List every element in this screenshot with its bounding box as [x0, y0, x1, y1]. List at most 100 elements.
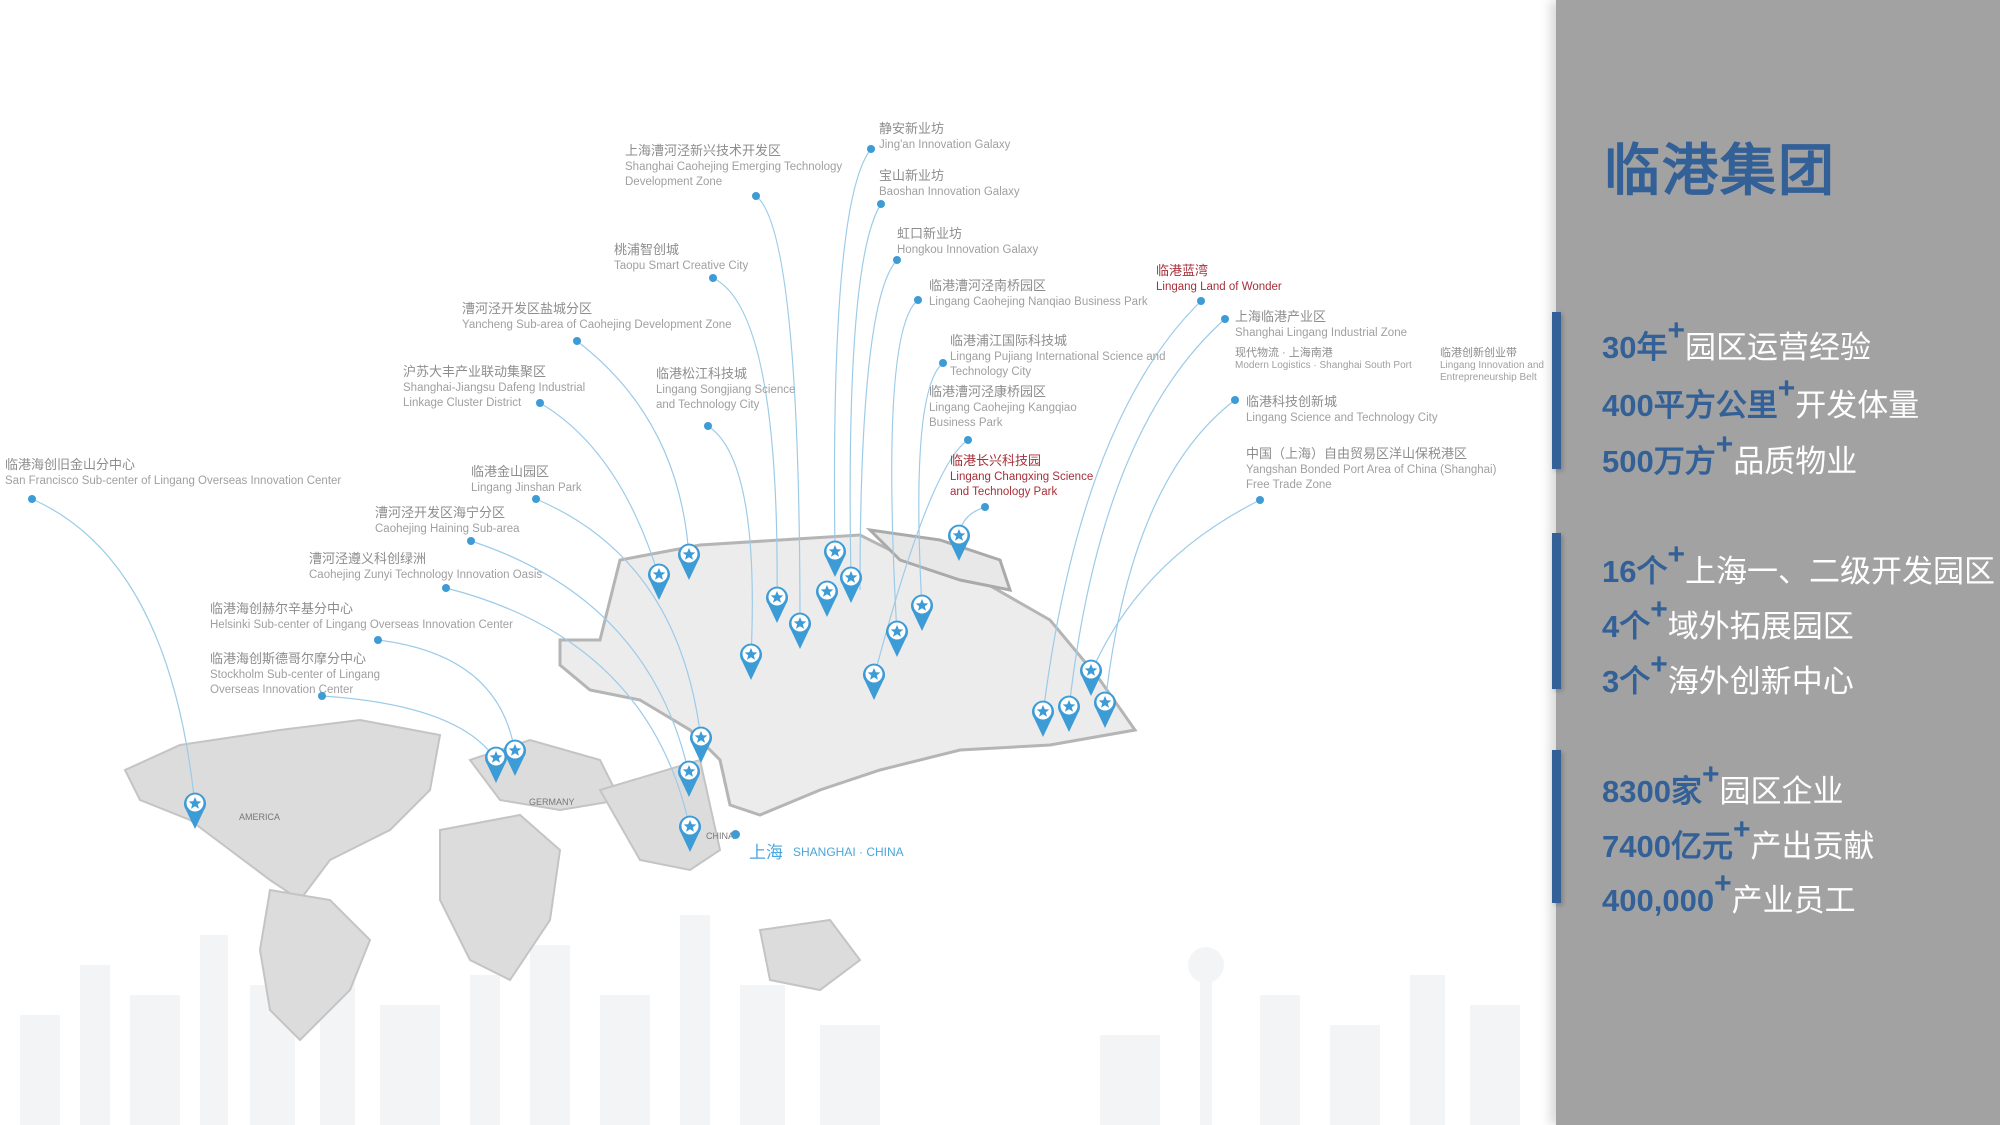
map-pin-star-icon[interactable] — [909, 592, 935, 632]
location-dot — [704, 422, 712, 430]
location-dot — [318, 692, 326, 700]
location-name-en: San Francisco Sub-center of Lingang Over… — [5, 474, 342, 487]
location-name-zh: 现代物流 · 上海南港 — [1235, 347, 1333, 359]
plus-icon: + — [1667, 538, 1686, 571]
stat-line: 400平方公里+开发体量 — [1602, 374, 1920, 423]
location-name-en: Lingang Pujiang International Science an… — [950, 350, 1166, 378]
stat-value: 400平方公里 — [1602, 388, 1778, 423]
map-pin-star-icon[interactable] — [1030, 698, 1056, 738]
plus-icon: + — [1650, 593, 1668, 626]
stat-line: 500万方+品质物业 — [1602, 430, 1857, 479]
stat-value: 400,000 — [1602, 883, 1715, 918]
stat-line: 8300家+园区企业 — [1602, 760, 1844, 809]
location-name-en: Yancheng Sub-area of Caohejing Developme… — [462, 318, 732, 331]
location-name-zh: 临港松江科技城 — [656, 366, 748, 381]
map-pin-star-icon[interactable] — [861, 661, 887, 701]
plus-icon: + — [1667, 314, 1686, 347]
location-dot — [573, 337, 581, 345]
plus-icon: + — [1777, 372, 1796, 405]
stat-value: 500万方 — [1602, 444, 1716, 479]
map-pin-star-icon[interactable] — [787, 610, 813, 650]
location-name-en: Shanghai Lingang Industrial Zone — [1235, 326, 1407, 339]
stat-value: 4个 — [1602, 609, 1651, 644]
map-pin-star-icon[interactable] — [676, 758, 702, 798]
location-name-en: Caohejing Zunyi Technology Innovation Oa… — [309, 568, 543, 581]
stat-line: 16个+上海一、二级开发园区 — [1602, 540, 1995, 588]
map-area: AMERICA GERMANY CHINA 上海 SHANGHAI · CHIN… — [5, 121, 1544, 1125]
location-name-en: Lingang Caohejing Nanqiao Business Park — [929, 295, 1148, 308]
map-pin-star-icon[interactable] — [814, 578, 840, 618]
location-name-zh: 临港长兴科技园 — [950, 453, 1042, 468]
location-label: 漕河泾开发区盐城分区 Yancheng Sub-area of Caohejing… — [462, 301, 732, 333]
map-pin-star-icon[interactable] — [738, 641, 764, 681]
map-pin-star-icon[interactable] — [1056, 693, 1082, 733]
stat-line: 30年+园区运营经验 — [1602, 316, 1871, 364]
location-dot — [536, 399, 544, 407]
location-name-en: Shanghai Caohejing Emerging Technology D… — [625, 160, 843, 188]
stat-description: 产业员工 — [1731, 883, 1856, 918]
continents — [123, 718, 862, 1042]
location-dot — [532, 495, 540, 503]
location-name-zh: 漕河泾遵义科创绿洲 — [309, 551, 427, 566]
map-pin-star-icon[interactable] — [838, 564, 864, 604]
location-dot — [981, 503, 989, 511]
location-name-en: Helsinki Sub-center of Lingang Overseas … — [210, 618, 514, 631]
location-name-en: Caohejing Haining Sub-area — [375, 522, 520, 535]
map-pin-star-icon[interactable] — [1092, 689, 1118, 729]
group-accent-bar — [1552, 750, 1561, 903]
map-pin-star-icon[interactable] — [483, 744, 509, 784]
location-dot — [1256, 496, 1264, 504]
plus-icon: + — [1715, 428, 1734, 461]
location-dot — [467, 537, 475, 545]
map-label-china: CHINA — [706, 831, 735, 841]
map-pin-star-icon[interactable] — [764, 584, 790, 624]
location-dot — [709, 274, 717, 282]
plus-icon: + — [1650, 648, 1668, 681]
location-dot — [1221, 315, 1229, 323]
map-pin-star-icon[interactable] — [182, 790, 208, 830]
location-name-zh: 桃浦智创城 — [614, 242, 680, 257]
stat-description: 园区企业 — [1719, 774, 1844, 809]
location-name-zh: 漕河泾开发区海宁分区 — [375, 505, 506, 520]
location-name-zh: 静安新业坊 — [879, 121, 945, 136]
map-pin-star-icon[interactable] — [676, 541, 702, 581]
location-dot — [893, 256, 901, 264]
location-dot — [964, 436, 972, 444]
stat-line: 3个+海外创新中心 — [1602, 650, 1854, 698]
map-pin-star-icon[interactable] — [646, 561, 672, 601]
changxing-island — [865, 527, 1013, 592]
map-pin-star-icon[interactable] — [677, 813, 703, 853]
map-pin-star-icon[interactable] — [822, 538, 848, 578]
shanghai-label-en: SHANGHAI · CHINA — [793, 845, 904, 859]
location-name-en: Stockholm Sub-center of Lingang Overseas… — [210, 668, 381, 696]
stat-description: 开发体量 — [1795, 388, 1920, 423]
map-pin-star-icon[interactable] — [1078, 657, 1104, 697]
location-name-zh: 上海漕河泾新兴技术开发区 — [625, 143, 782, 158]
map-pin-star-icon[interactable] — [946, 522, 972, 562]
world-map — [31, 148, 1261, 1042]
location-name-zh: 临港漕河泾康桥园区 — [929, 384, 1047, 399]
map-label-america: AMERICA — [239, 812, 281, 822]
map-pin-star-icon[interactable] — [688, 724, 714, 764]
stat-value: 8300家 — [1602, 774, 1702, 809]
stat-line: 4个+域外拓展园区 — [1602, 595, 1854, 644]
location-label: 上海漕河泾新兴技术开发区 Shanghai Caohejing Emerging … — [625, 143, 855, 190]
map-pin-star-icon[interactable] — [502, 737, 528, 777]
map-pin-star-icon[interactable] — [884, 618, 910, 658]
location-name-zh: 漕河泾开发区盐城分区 — [462, 301, 593, 316]
